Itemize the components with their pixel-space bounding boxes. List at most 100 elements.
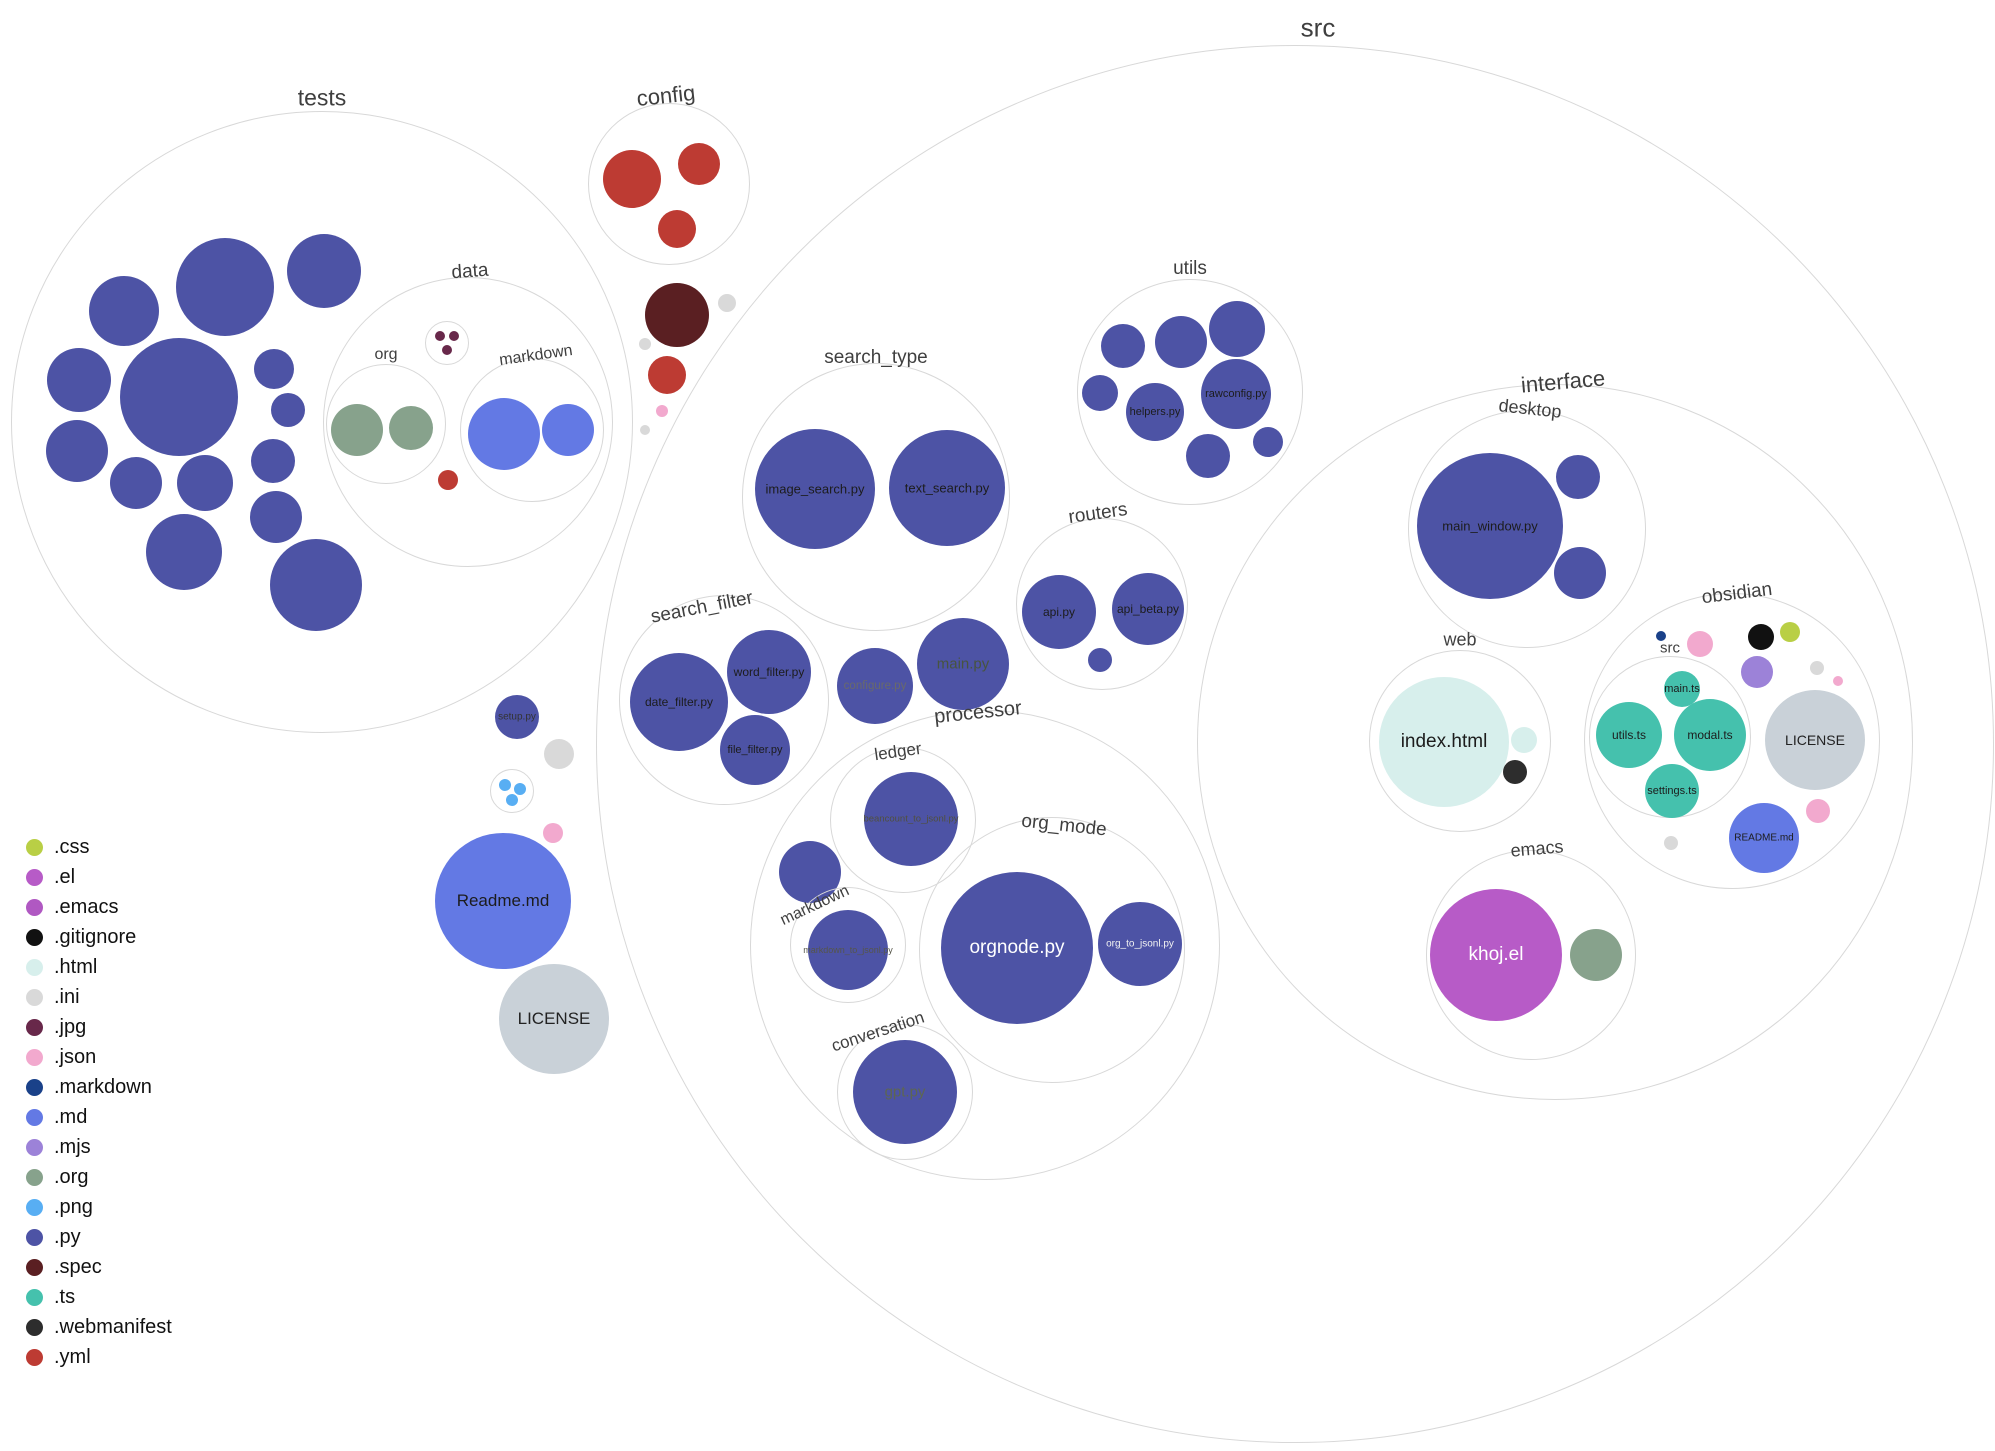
file-yml-dot [438,470,458,490]
legend: .css .el .emacs .gitignore .html .ini .jpg .jso… [26,832,172,1372]
file-py-dot [1253,427,1283,457]
legend-swatch-jpg-icon [26,1018,43,1036]
legend-item-css: .css [26,832,172,862]
file-py-dot [271,393,305,427]
legend-label: .png [54,1195,93,1218]
file-py-dot [270,539,362,631]
legend-item-emacs: .emacs [26,892,172,922]
legend-label: .mjs [54,1135,91,1158]
legend-swatch-el-icon [26,868,43,886]
file-md-dot [542,404,594,456]
file-py-dot [287,234,361,308]
folder-data-markdown [460,358,604,502]
legend-label: .md [54,1105,88,1128]
file-py-dot [110,457,162,509]
file-index.html [1379,677,1509,807]
file-json-dot [1806,799,1830,823]
folder-png-images [490,769,534,813]
folder-tests [11,111,633,733]
legend-label: .jpg [54,1015,87,1038]
file-json-dot [1833,676,1843,686]
legend-item-ts: .ts [26,1282,172,1312]
legend-swatch-html-icon [26,958,43,976]
file-jpg-dot [435,331,445,341]
file-README.md [1729,803,1799,873]
file-gitignore-dot [1748,624,1774,650]
folder-org [326,364,446,484]
file-ini-dot [544,739,574,769]
file-py-dot [120,338,238,456]
file-py-dot [146,514,222,590]
file-utils.ts [1596,702,1662,768]
legend-item-ini: .ini [26,982,172,1012]
legend-item-jpg: .jpg [26,1012,172,1042]
file-png-dot [499,779,511,791]
legend-swatch-py-icon [26,1228,43,1246]
file-html-dot [1511,727,1537,753]
file-py-dot [254,349,294,389]
file-word_filter.py [727,630,811,714]
label-src: src [1300,12,1336,43]
folder-processor [750,710,1220,1180]
legend-item-html: .html [26,952,172,982]
legend-item-el: .el [26,862,172,892]
file-webmanifest-dot [1503,760,1527,784]
folder-emacs [1426,850,1636,1060]
file-ini-dot [640,425,650,435]
file-mjs-dot [1741,656,1773,688]
legend-label: .ini [54,985,80,1008]
file-yml-dot [678,143,720,185]
file-main.py [917,618,1009,710]
legend-label: .emacs [54,895,119,918]
folder-obsidian [1584,593,1880,889]
folder-utils [1077,279,1303,505]
file-configure.py [837,648,913,724]
file-jpg-dot [442,345,452,355]
legend-item-png: .png [26,1192,172,1222]
legend-swatch-mjs-icon [26,1138,43,1156]
folder-data [323,277,613,567]
folder-routers [1016,518,1188,690]
legend-item-gitignore: .gitignore [26,922,172,952]
file-api_beta.py [1112,573,1184,645]
legend-swatch-org-icon [26,1168,43,1186]
file-py-dot [89,276,159,346]
legend-item-markdown: .markdown [26,1072,172,1102]
legend-label: .json [54,1045,97,1068]
folder-desktop [1408,410,1646,648]
file-css-dot [1780,622,1800,642]
legend-label: .yml [54,1345,91,1368]
file-md-dot [468,398,540,470]
legend-swatch-gitignore-icon [26,928,43,946]
folder-conversation [837,1024,973,1160]
file-ini-dot [1664,836,1678,850]
file-api.py [1022,575,1096,649]
file-py-dot [1082,375,1118,411]
file-date_filter.py [630,653,728,751]
file-json-dot [543,823,563,843]
legend-label: .org [54,1165,89,1188]
file-py-dot [1155,316,1207,368]
legend-swatch-spec-icon [26,1258,43,1276]
file-png-dot [514,783,526,795]
file-khoj.el [1430,889,1562,1021]
file-rawconfig.py [1201,359,1271,429]
folder-search-type [742,363,1010,631]
folder-interface [1197,384,1913,1100]
file-helpers.py [1126,383,1184,441]
legend-swatch-webmanifest-icon [26,1318,43,1336]
legend-swatch-yml-icon [26,1348,43,1366]
legend-label: .ts [54,1285,76,1308]
legend-label: .spec [54,1255,102,1278]
file-py-dot [251,439,295,483]
legend-swatch-png-icon [26,1198,43,1216]
legend-label: .css [54,835,90,858]
file-markdown-dot [1656,631,1666,641]
file-yml-dot [603,150,661,208]
folder-config [588,103,750,265]
legend-swatch-markdown-icon [26,1078,43,1096]
file-py-dot [1209,301,1265,357]
legend-swatch-emacs-icon [26,898,43,916]
legend-label: .html [54,955,98,978]
